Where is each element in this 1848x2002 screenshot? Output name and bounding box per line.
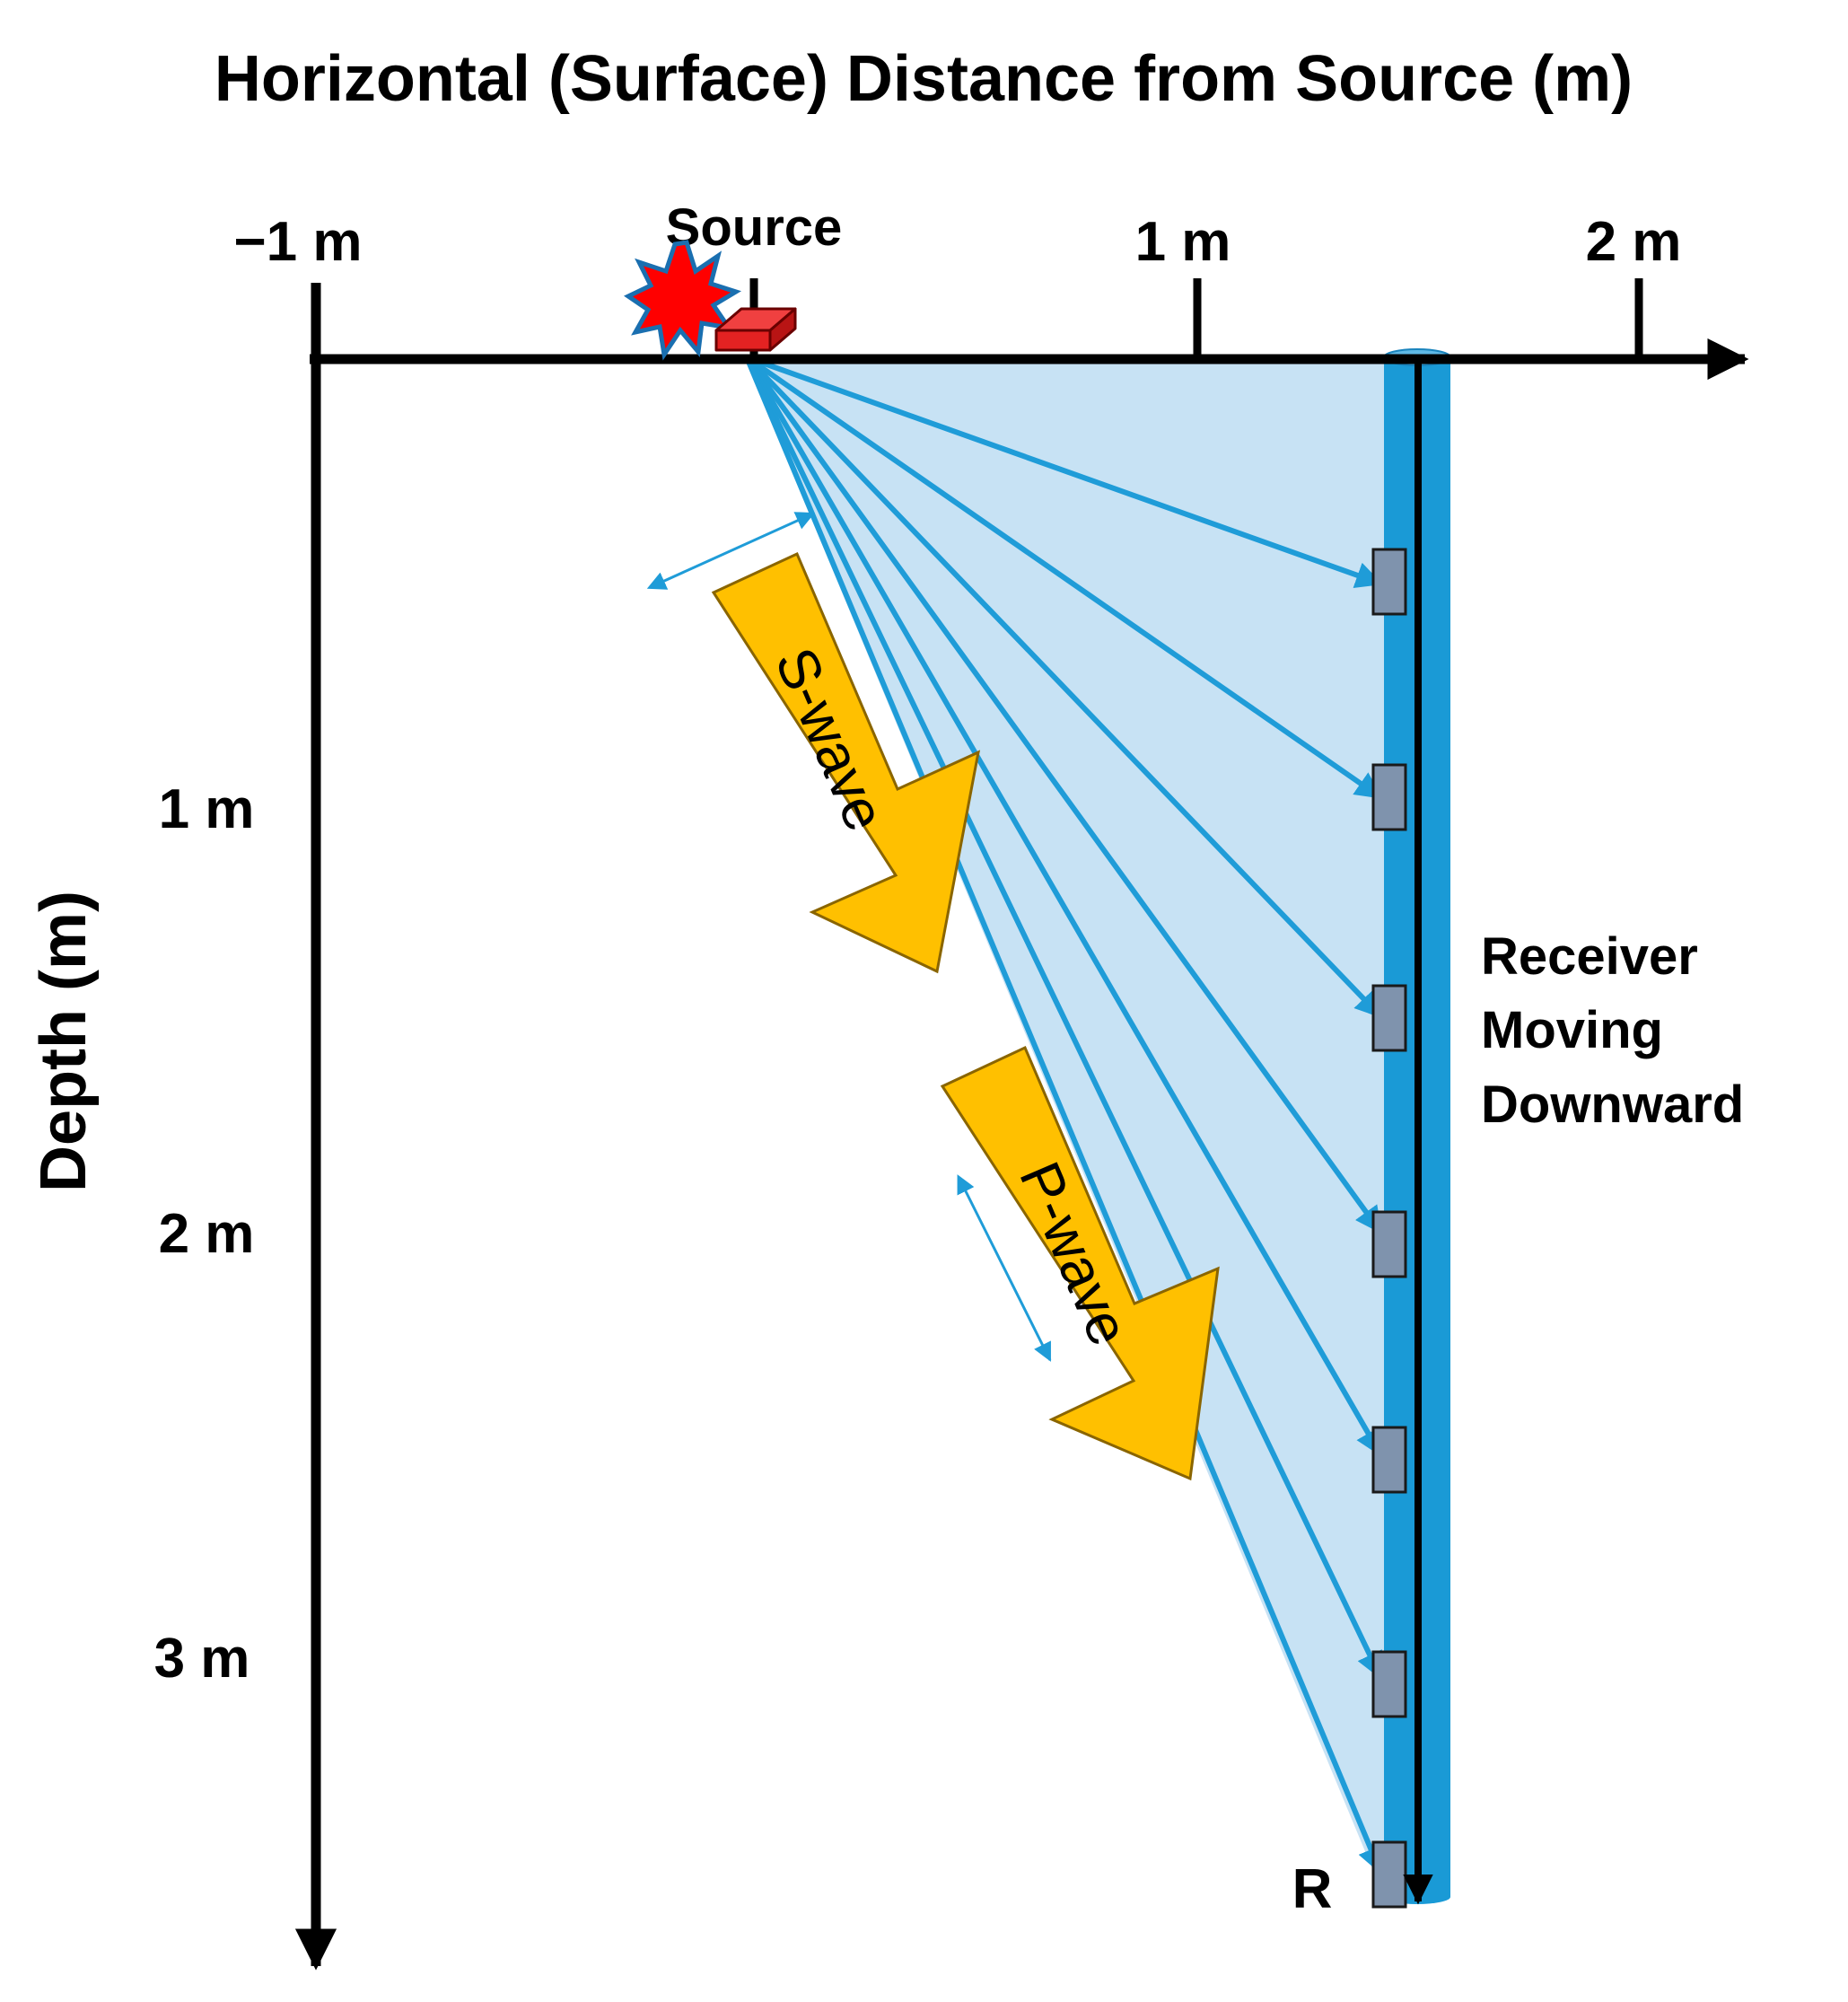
depth-tick-label: 1 m [159, 778, 255, 840]
receiver-label-line: Moving [1481, 1001, 1663, 1059]
receiver-icon [1371, 984, 1407, 1052]
receiver-icon [1371, 1426, 1407, 1494]
ray-1 [745, 355, 1383, 589]
ray-3 [744, 355, 1383, 1019]
receiver-icon [1371, 548, 1407, 616]
receiver-icon [1371, 1650, 1407, 1718]
x-tick-label: 2 m [1586, 211, 1682, 273]
x-tick-label: −1 m [233, 211, 362, 273]
receiver-icon [1371, 1210, 1407, 1278]
ray-paths [744, 355, 1384, 1875]
explosion-icon [624, 240, 742, 361]
receiver-icon [1371, 1840, 1407, 1909]
horizontal-axis [310, 278, 1749, 381]
receiver-label-line: Downward [1481, 1076, 1744, 1134]
p-wave-polarization-arrow [957, 1174, 1052, 1362]
ray-7 [744, 356, 1384, 1875]
ray-4 [744, 356, 1383, 1234]
source-block-icon [714, 307, 797, 352]
ray-5 [744, 356, 1383, 1457]
s-wave-polarization-arrow [646, 512, 815, 590]
receiver-end-label: R [1292, 1858, 1333, 1920]
diagram-title: Horizontal (Surface) Distance from Sourc… [215, 43, 1633, 115]
receivers [1371, 548, 1407, 1909]
source-label: Source [666, 198, 843, 257]
receiver-label-line: Receiver [1481, 927, 1698, 986]
depth-tick-label: 3 m [154, 1628, 250, 1690]
ray-6 [744, 356, 1383, 1680]
depth-axis-title: Depth (m) [28, 891, 100, 1192]
x-tick-label: 1 m [1135, 211, 1231, 273]
depth-tick-label: 2 m [159, 1203, 255, 1265]
receiver-icon [1371, 763, 1407, 831]
ray-2 [745, 355, 1383, 800]
